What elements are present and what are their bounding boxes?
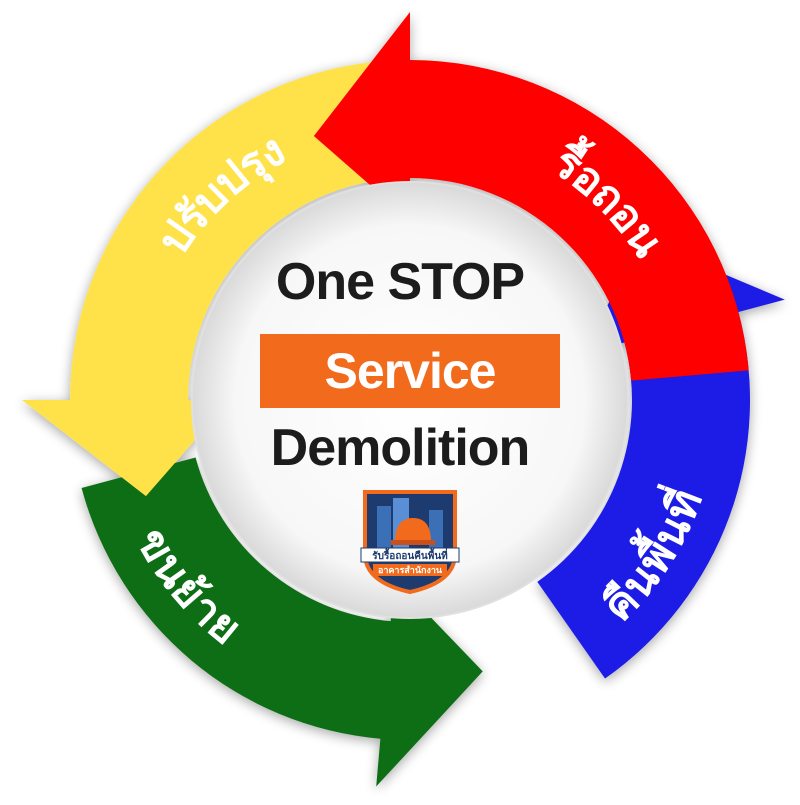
title-demolition: Demolition bbox=[270, 419, 531, 477]
service-text: Service bbox=[324, 343, 497, 399]
logo-subtitle: อาคารสำนักงาน bbox=[378, 565, 443, 575]
logo-building-icon bbox=[377, 506, 391, 548]
arrow-yellow bbox=[22, 59, 440, 497]
logo-name: รับรื้อถอนคืนพื้นที่ bbox=[372, 548, 448, 562]
company-logo: รับรื้อถอนคืนพื้นที่ อาคารสำนักงาน bbox=[360, 490, 460, 594]
hard-hat-icon bbox=[395, 518, 431, 542]
title-one-stop: One STOP bbox=[275, 253, 525, 311]
service-badge: Service bbox=[260, 334, 560, 408]
arrow-green bbox=[81, 457, 483, 787]
arrow-red bbox=[313, 12, 749, 381]
